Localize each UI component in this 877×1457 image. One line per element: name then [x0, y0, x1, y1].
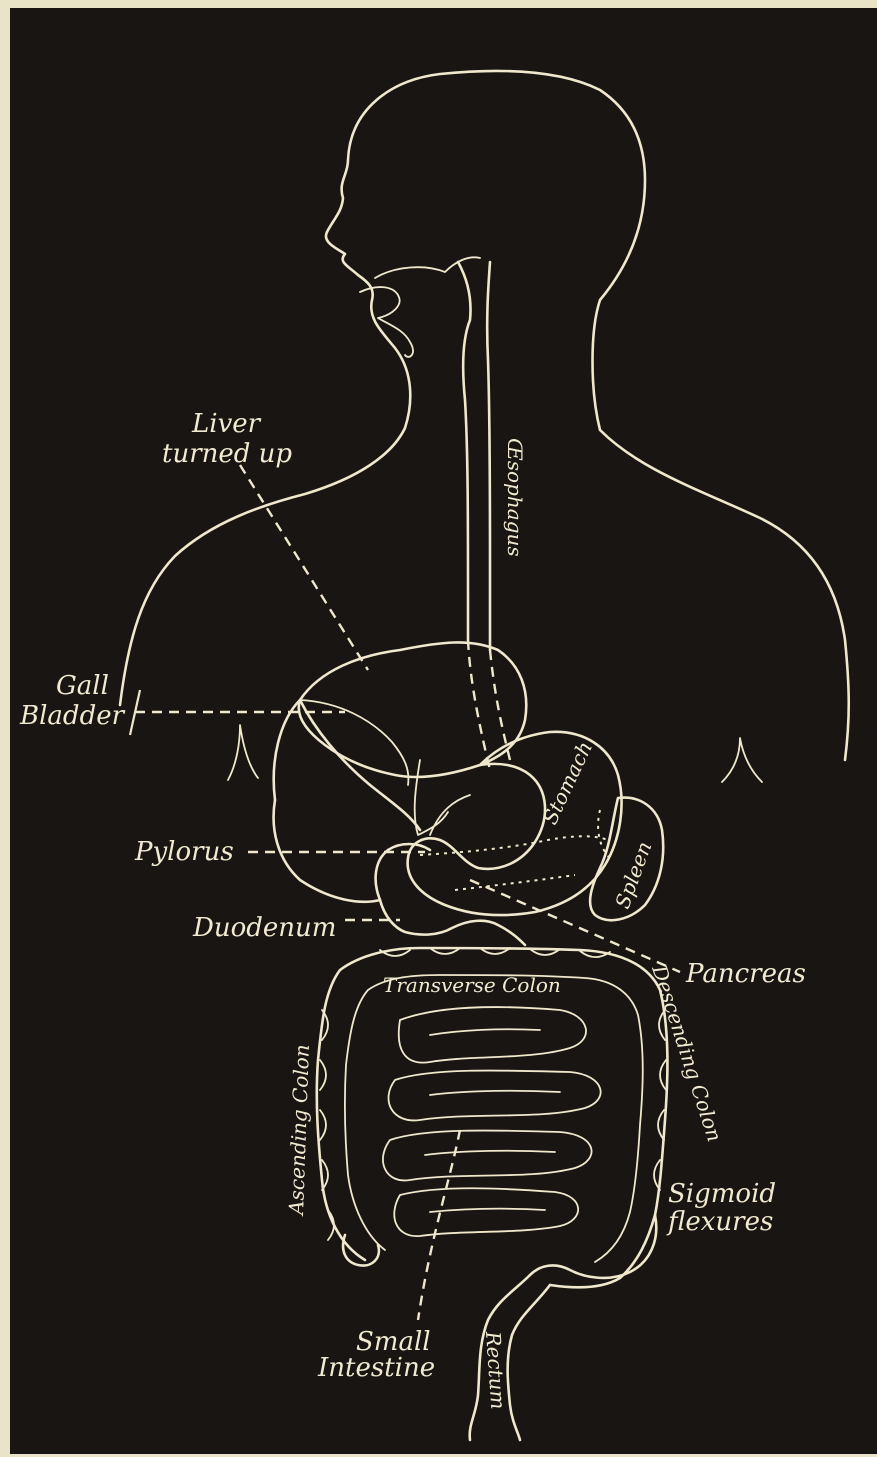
label-pylorus: Pylorus [134, 837, 234, 867]
label-intestine: Intestine [317, 1353, 435, 1383]
label-sigmoid: Sigmoid [668, 1179, 776, 1209]
label-transverse-colon: Transverse Colon [383, 973, 561, 997]
label-bladder: Bladder [19, 701, 126, 731]
label-duodenum: Duodenum [192, 913, 336, 943]
label-flexures: flexures [666, 1207, 773, 1237]
label-liver-turned-up: turned up [162, 439, 292, 469]
label-oesophagus: Œsophagus [503, 438, 527, 557]
plate-background [10, 8, 877, 1454]
label-pancreas: Pancreas [685, 959, 806, 989]
label-gall: Gall [56, 671, 109, 701]
label-liver: Liver [191, 409, 262, 439]
